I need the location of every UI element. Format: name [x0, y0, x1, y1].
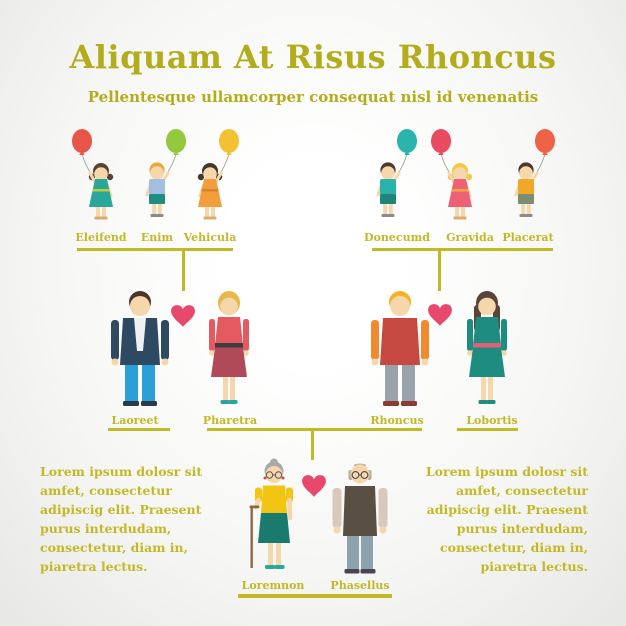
connector-siblings-drop: [311, 428, 314, 460]
page-title: Aliquam At Risus Rhoncus: [69, 38, 557, 76]
figure-enim: [125, 127, 189, 223]
figure-label-placerat: Placerat: [502, 231, 554, 244]
figure-label-vehicula: Vehicula: [183, 231, 237, 244]
figure-label-enim: Enim: [140, 231, 174, 244]
heart-icon: [170, 304, 196, 328]
figure-lobortis: [455, 289, 519, 411]
figure-label-pharetra: Pharetra: [202, 414, 258, 427]
figure-placerat: [494, 127, 558, 223]
figure-label-rhoncus: Rhoncus: [370, 414, 424, 427]
figure-rhoncus: [358, 289, 442, 411]
figure-label-donecumd: Donecumd: [364, 231, 430, 244]
figure-eleifend: [69, 127, 133, 223]
figure-label-gravida: Gravida: [446, 231, 494, 244]
figure-phasellus: [318, 458, 402, 580]
figure-loremnon: [232, 458, 316, 580]
heart-icon: [427, 303, 453, 327]
connector-siblings-line: [207, 428, 422, 431]
connector-right-children-drop: [438, 248, 441, 291]
figure-pharetra: [197, 289, 261, 411]
figure-label-eleifend: Eleifend: [75, 231, 127, 244]
underline-lobortis: [457, 428, 518, 431]
connector-left-children-line: [77, 248, 233, 251]
figure-donecumd: [356, 127, 420, 223]
figure-label-phasellus: Phasellus: [330, 579, 390, 592]
page-subtitle: Pellentesque ullamcorper consequat nisl …: [87, 88, 539, 106]
connector-right-children-line: [372, 248, 553, 251]
underline-grandparents: [238, 594, 392, 598]
heart-icon: [301, 474, 327, 498]
figure-vehicula: [178, 127, 242, 223]
figure-gravida: [428, 127, 492, 223]
figure-laoreet: [98, 289, 182, 411]
figure-label-lobortis: Lobortis: [466, 414, 518, 427]
connector-left-children-drop: [182, 248, 185, 291]
figure-label-laoreet: Laoreet: [111, 414, 159, 427]
figure-label-loremnon: Loremnon: [241, 579, 305, 592]
underline-laoreet: [108, 428, 170, 431]
